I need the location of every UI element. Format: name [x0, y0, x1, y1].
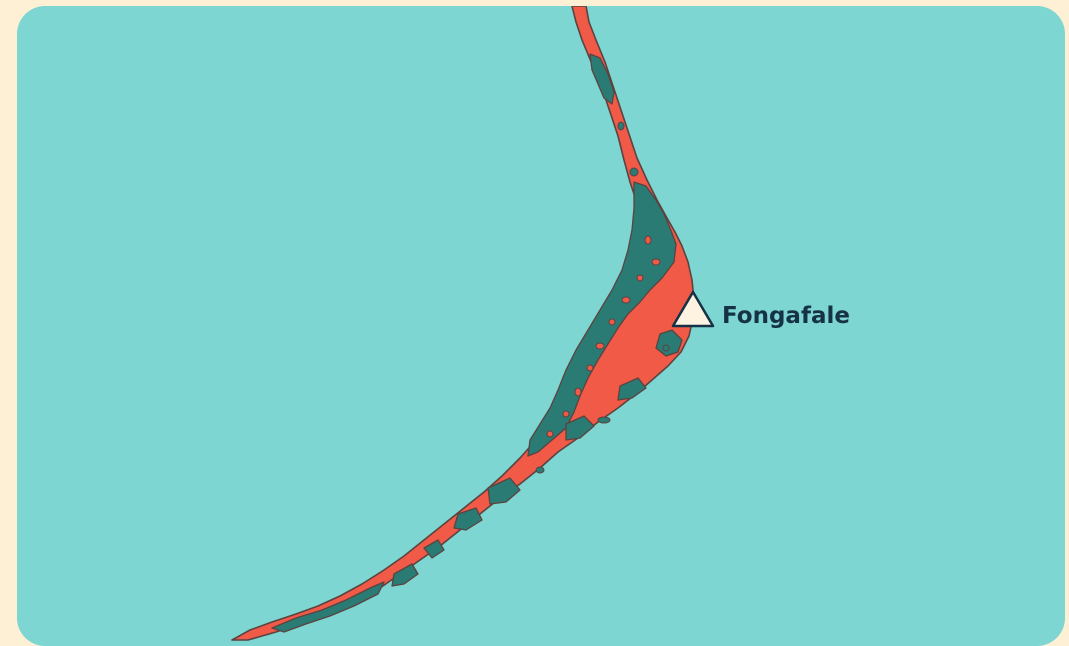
land-speckles [546, 235, 661, 438]
vegetation-strip-southwest [271, 581, 385, 633]
place-label[interactable]: Fongafale [722, 303, 850, 329]
speckle [608, 318, 616, 326]
map-canvas[interactable]: Fongafale [17, 6, 1065, 646]
speckle [574, 387, 582, 397]
speckle [546, 430, 554, 438]
place-marker[interactable]: Fongafale [671, 290, 850, 329]
vegetation-patch-south-2 [487, 477, 521, 505]
vegetation-patch-southeast [617, 377, 647, 401]
pond [597, 416, 611, 424]
speckle [562, 410, 570, 418]
lagoon-water [17, 6, 1065, 646]
pond [617, 121, 625, 131]
ponds [535, 121, 670, 474]
pond [629, 167, 639, 177]
speckle [651, 258, 661, 266]
speckle [621, 296, 631, 304]
speckle [595, 342, 605, 350]
vegetation-patch-east [655, 329, 683, 357]
triangle-icon[interactable] [671, 290, 715, 328]
vegetation-layer [271, 53, 683, 633]
vegetation-patch-south-1 [565, 415, 595, 441]
speckle [586, 364, 594, 372]
pond [662, 344, 670, 352]
speckle [636, 274, 644, 282]
vegetation-patch-north [589, 53, 615, 105]
vegetation-patch-south-3 [453, 507, 483, 531]
map-view[interactable]: Fongafale [17, 6, 1065, 646]
speckle [644, 235, 652, 245]
vegetation-patch-south-5 [391, 563, 419, 587]
vegetation-patch-south-4 [423, 539, 445, 559]
pond [535, 466, 545, 474]
